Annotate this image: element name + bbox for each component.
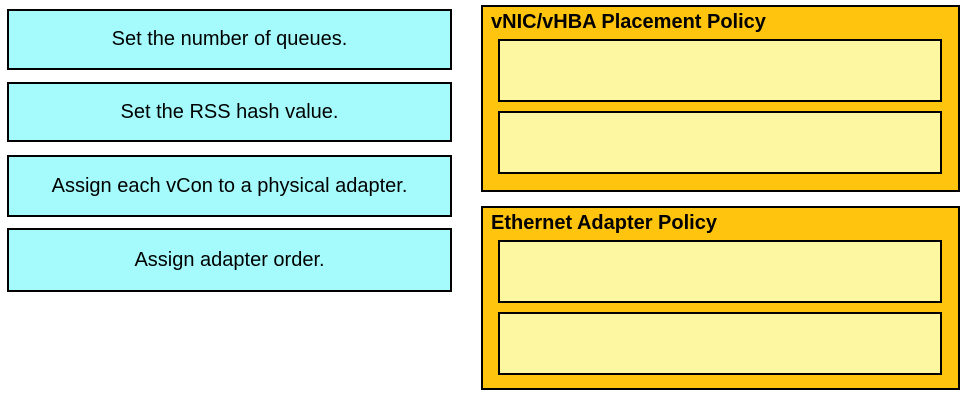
drag-option-queues[interactable]: Set the number of queues. xyxy=(7,9,452,70)
drag-option-rss-hash[interactable]: Set the RSS hash value. xyxy=(7,82,452,142)
drag-option-label: Set the number of queues. xyxy=(111,28,348,50)
drop-slot-placement-1[interactable] xyxy=(498,39,942,102)
drag-option-vcon-assign[interactable]: Assign each vCon to a physical adapter. xyxy=(7,155,452,217)
drag-option-label: Assign each vCon to a physical adapter. xyxy=(51,174,408,197)
drop-slot-placement-2[interactable] xyxy=(498,111,942,174)
target-panel-ethernet-adapter: Ethernet Adapter Policy xyxy=(481,206,960,390)
drop-slot-ethernet-1[interactable] xyxy=(498,240,942,303)
target-panel-title: Ethernet Adapter Policy xyxy=(491,212,717,234)
drag-option-label: Set the RSS hash value. xyxy=(120,100,339,123)
target-panel-vnic-vhba-placement: vNIC/vHBA Placement Policy xyxy=(481,5,960,192)
drop-slot-ethernet-2[interactable] xyxy=(498,312,942,375)
drag-option-adapter-order[interactable]: Assign adapter order. xyxy=(7,228,452,292)
drag-option-label: Assign adapter order. xyxy=(134,248,325,271)
target-panel-title: vNIC/vHBA Placement Policy xyxy=(491,11,766,33)
